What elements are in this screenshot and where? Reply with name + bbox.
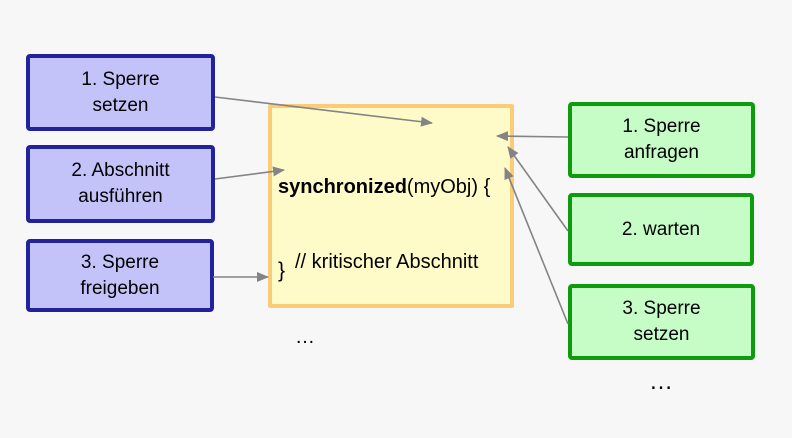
left-step-3-label: 3. Sperre freigeben — [80, 251, 160, 299]
right-step-1-box: 1. Sperre anfragen — [568, 102, 755, 178]
left-step-2-box: 2. Abschnitt ausführen — [26, 145, 215, 223]
code-box: synchronized(myObj) { // kritischer Absc… — [268, 104, 514, 348]
right-step-1-label: 1. Sperre anfragen — [622, 116, 701, 163]
right-step-3-box: 3. Sperre setzen — [568, 284, 755, 360]
code-keyword: synchronized — [278, 176, 407, 198]
code-synchronized-line: synchronized(myObj) { — [278, 175, 490, 200]
right-ellipsis: … — [649, 368, 674, 395]
right-step-2-box: 2. warten — [568, 193, 754, 266]
right-step-2-label: 2. warten — [621, 218, 701, 240]
code-ellipsis-line: … — [295, 326, 315, 348]
arrow-right-step-3-to-code — [504, 167, 569, 325]
right-step-3-label: 3. Sperre setzen — [622, 298, 701, 345]
left-step-1-box: 1. Sperre setzen — [26, 54, 215, 131]
left-step-1-label: 1. Sperre setzen — [81, 68, 160, 116]
code-signature-rest: (myObj) { — [406, 176, 491, 198]
left-step-3-box: 3. Sperre freigeben — [26, 239, 214, 312]
code-lines: synchronized(myObj) { // kritischer Absc… — [278, 125, 490, 400]
code-comment-line: // kritischer Abschnitt — [295, 251, 479, 273]
arrow-right-step-2-to-code — [507, 146, 569, 232]
left-step-2-label: 2. Abschnitt ausführen — [71, 160, 170, 207]
code-closing-brace: } — [278, 259, 286, 282]
